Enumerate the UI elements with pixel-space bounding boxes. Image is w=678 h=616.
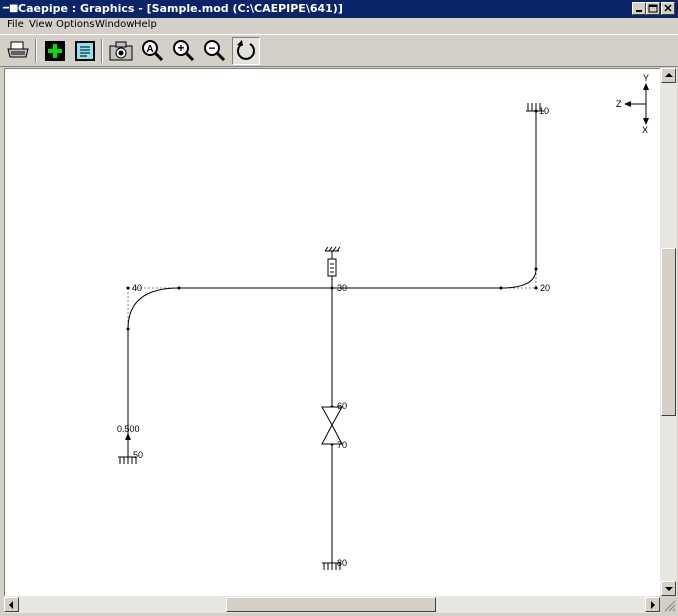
scroll-down-button[interactable] — [661, 581, 676, 596]
node-label-60: 60 — [337, 401, 347, 411]
horizontal-scrollbar[interactable] — [4, 596, 660, 613]
zoom-out-icon: − — [204, 40, 226, 62]
menu-view[interactable]: View — [29, 19, 53, 30]
print-button[interactable] — [5, 38, 31, 64]
anchor-icon — [322, 562, 341, 570]
force-arrow-icon — [125, 433, 131, 440]
graphics-canvas[interactable]: Y Z X — [4, 68, 661, 597]
camera-icon — [109, 41, 133, 61]
scroll-up-button[interactable] — [661, 68, 676, 83]
restore-icon — [648, 4, 658, 13]
list-icon — [75, 41, 95, 61]
close-icon — [664, 4, 672, 12]
vertical-scrollbar[interactable] — [660, 68, 677, 596]
minimize-icon — [636, 10, 642, 12]
caepipe-app-icon[interactable]: ━■ — [3, 3, 19, 14]
spring-hanger-icon — [324, 246, 341, 288]
print-icon — [7, 41, 29, 58]
restore-button[interactable] — [646, 2, 660, 15]
force-value-label: 0.500 — [117, 424, 140, 434]
add-icon — [45, 41, 65, 61]
zoom-out-button[interactable]: − — [201, 38, 227, 64]
minimize-button[interactable] — [632, 2, 646, 15]
axis-y-label: Y — [643, 73, 649, 83]
node-label-10: 10 — [539, 106, 549, 116]
arrow-down-icon — [665, 587, 673, 591]
toolbar-separator — [35, 39, 37, 63]
scroll-left-button[interactable] — [4, 597, 19, 612]
arrow-up-icon — [665, 73, 673, 77]
node-label-20: 20 — [540, 283, 550, 293]
axis-x-label: X — [642, 125, 648, 135]
add-button[interactable] — [42, 38, 68, 64]
arrow-right-icon — [651, 601, 655, 609]
scroll-right-button[interactable] — [645, 597, 660, 612]
node-label-30: 30 — [337, 283, 347, 293]
zoom-in-button[interactable]: + — [170, 38, 196, 64]
anchor-icon — [526, 103, 544, 112]
piping-model-drawing[interactable]: Y Z X — [5, 69, 661, 597]
close-button[interactable] — [661, 2, 675, 15]
menu-help[interactable]: Help — [134, 19, 157, 30]
node-label-40: 40 — [132, 283, 142, 293]
toolbar-separator — [101, 39, 103, 63]
arrow-left-icon — [9, 601, 13, 609]
menu-options[interactable]: Options — [56, 19, 95, 30]
vertical-scroll-thumb[interactable] — [661, 248, 676, 416]
camera-button[interactable] — [108, 38, 134, 64]
pipe-bend — [500, 268, 537, 289]
node-label-50: 50 — [133, 450, 143, 460]
anchor-icon — [118, 456, 137, 464]
resize-grip-icon — [664, 600, 676, 612]
pipe-bend — [127, 287, 180, 330]
horizontal-scroll-thumb[interactable] — [226, 597, 436, 612]
rotate-button[interactable] — [232, 37, 260, 65]
window-title: Caepipe : Graphics - [Sample.mod (C:\CAE… — [18, 2, 343, 15]
resize-grip[interactable] — [660, 596, 677, 613]
axis-z-label: Z — [616, 99, 622, 109]
list-button[interactable] — [72, 38, 98, 64]
zoom-all-button[interactable]: A — [139, 38, 165, 64]
menu-bar: File View Options Window Help — [0, 18, 678, 33]
svg-text:+: + — [177, 41, 184, 55]
zoom-in-icon: + — [173, 40, 195, 62]
valve-icon — [321, 406, 343, 445]
node-label-80: 80 — [337, 558, 347, 568]
pipe-network[interactable] — [127, 111, 537, 563]
rotate-icon — [237, 40, 255, 60]
menu-file[interactable]: File — [7, 19, 24, 30]
menu-window[interactable]: Window — [95, 19, 135, 30]
title-bar: ━■ Caepipe : Graphics - [Sample.mod (C:\… — [0, 0, 678, 18]
zoom-all-icon: A — [142, 40, 164, 62]
axis-triad: Y Z X — [616, 73, 649, 135]
node-label-70: 70 — [337, 440, 347, 450]
svg-text:−: − — [208, 41, 215, 55]
svg-text:A: A — [146, 44, 153, 55]
toolbar: A + − — [0, 34, 678, 67]
